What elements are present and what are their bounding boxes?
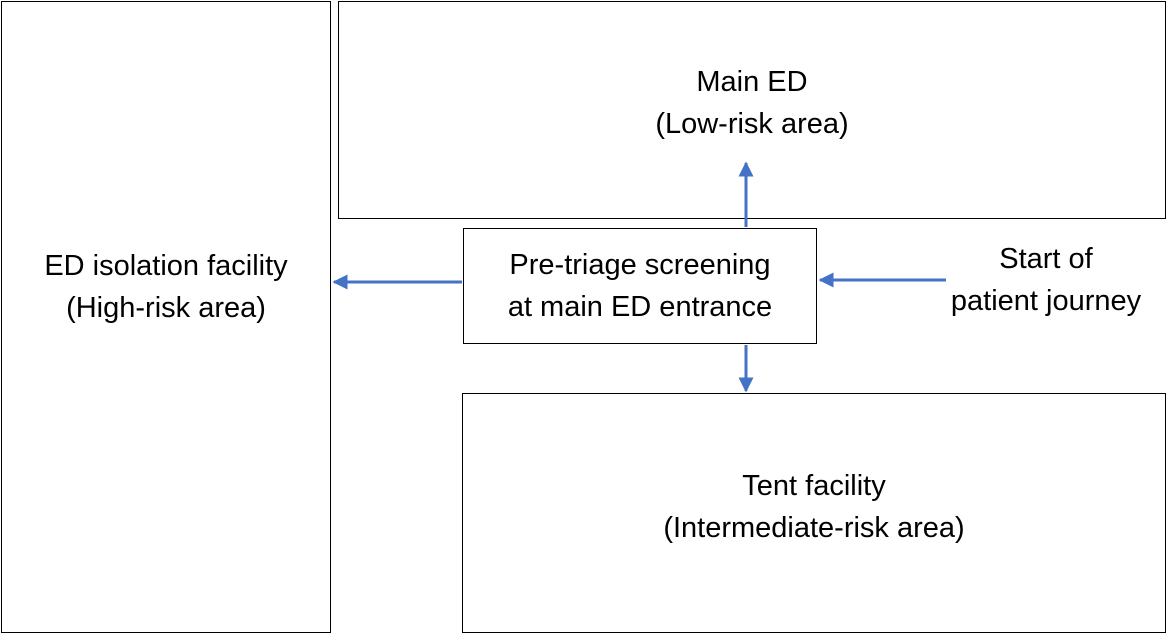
start-label-line2: patient journey: [950, 285, 1142, 317]
start-label-line1: Start of: [999, 243, 1093, 275]
pre-triage-title: Pre-triage screening: [509, 249, 771, 281]
main-ed-title: Main ED: [696, 66, 808, 98]
isolation-facility-risk-label: (High-risk area): [66, 292, 266, 324]
isolation-facility-box: ED isolation facility (High-risk area): [1, 1, 331, 633]
main-ed-risk-label: (Low-risk area): [655, 108, 849, 140]
tent-facility-box: Tent facility (Intermediate-risk area): [462, 393, 1166, 633]
main-ed-box: Main ED (Low-risk area): [338, 1, 1166, 219]
pre-triage-box: Pre-triage screening at main ED entrance: [463, 228, 817, 344]
tent-facility-title: Tent facility: [742, 470, 886, 502]
pre-triage-location: at main ED entrance: [507, 291, 773, 323]
isolation-facility-title: ED isolation facility: [44, 250, 288, 282]
tent-facility-risk-label: (Intermediate-risk area): [663, 512, 965, 544]
start-label: Start of patient journey: [928, 238, 1164, 322]
